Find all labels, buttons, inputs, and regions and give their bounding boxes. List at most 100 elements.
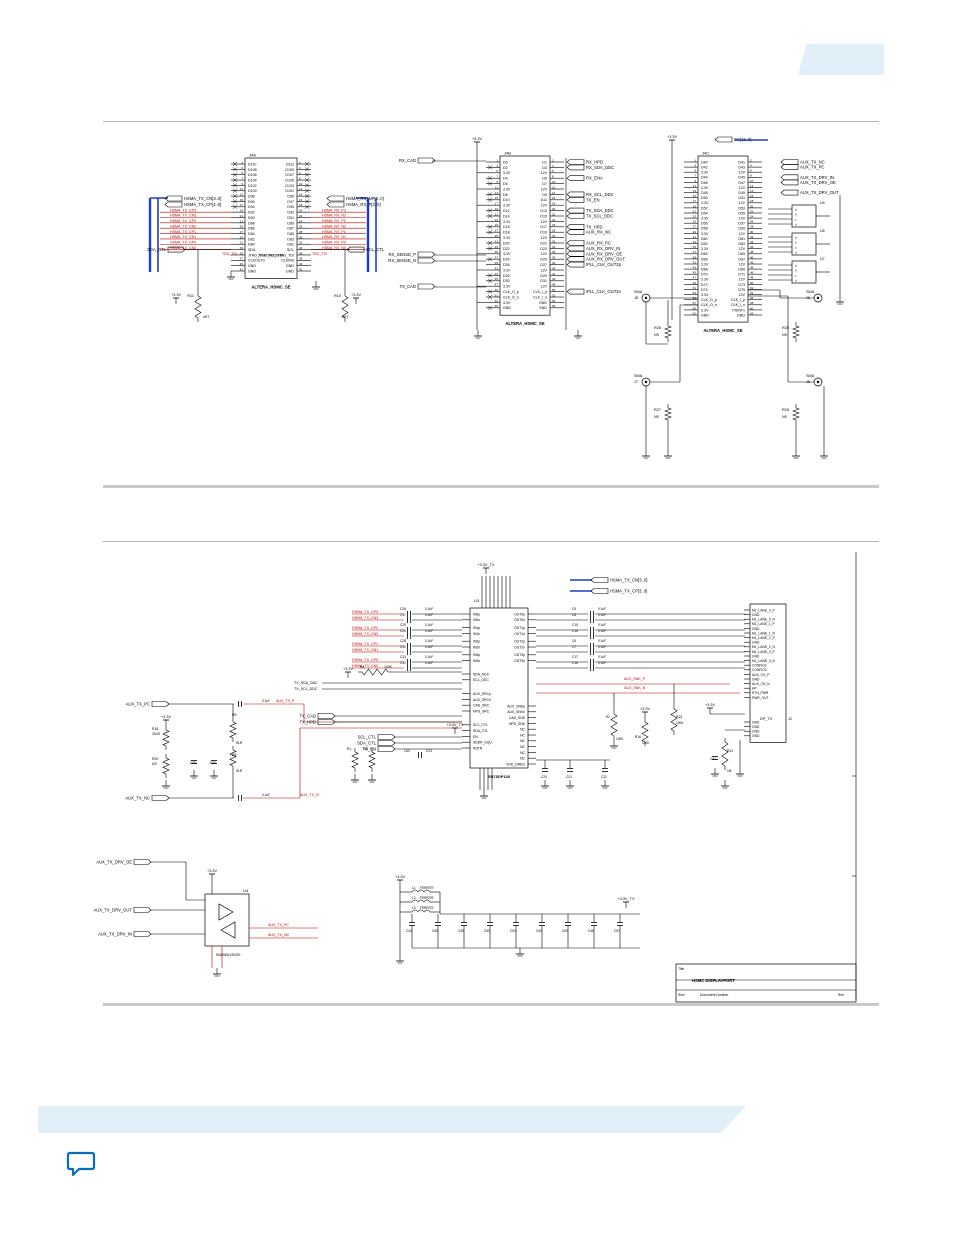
- connector-j4b-pin-num: 17: [495, 202, 499, 206]
- connector-j4c-pin-num: 22: [750, 209, 754, 213]
- driver-icon: [218, 903, 234, 921]
- connector-j4c-pin-num: 12: [750, 184, 754, 188]
- connector-j4c-right-pin: 12V: [739, 171, 746, 175]
- cap-value: 0.1uF: [598, 629, 606, 633]
- net-label: AUX_SNK_N: [624, 686, 646, 690]
- connector-j4b-left-pin: D0: [503, 160, 508, 164]
- power-label: +3.3V: [171, 293, 181, 297]
- cap-ref: C22: [601, 775, 607, 779]
- connector-j4b-pin-num: 47: [495, 283, 499, 287]
- chip-ref: U5: [820, 201, 825, 205]
- net-label: TX_EN: [363, 747, 377, 752]
- connector-j4a-right-pin: D95: [287, 205, 294, 209]
- net-port: [590, 577, 609, 583]
- title-block-label: Title: [678, 967, 684, 971]
- connector-j4c-pin-num: 49: [693, 281, 697, 285]
- power-label: +3.3V_TX: [447, 723, 464, 727]
- connector-j4a-pin-num: 26: [299, 225, 303, 229]
- u3-right-pin: NC: [520, 745, 525, 749]
- connector-j4a-right-pin: D99: [287, 195, 294, 199]
- connector-j4a-right-pin: GND: [286, 269, 294, 273]
- connector-j4c-left-pin: 3.3V: [701, 247, 709, 251]
- footer-band: [38, 1106, 746, 1133]
- resistor-ref: R4: [360, 665, 364, 669]
- power-label: +3.3V: [667, 135, 677, 139]
- connector-j4c-right-pin: 12V: [739, 247, 746, 251]
- nc-mark: [487, 289, 493, 294]
- sma-ref: J8: [634, 296, 638, 300]
- power-label: +3.3V: [343, 667, 353, 671]
- connector-j4b: [499, 155, 551, 316]
- connector-j4b-pin-num: 14: [552, 191, 556, 195]
- nc-mark: [232, 199, 238, 204]
- connector-j4c-pin-num: 16: [750, 194, 754, 198]
- net-label: HSMA_RX_P2: [322, 219, 346, 223]
- sma-label: SMA: [806, 374, 815, 378]
- connector-j4a: [244, 157, 298, 279]
- connector-j4a-pin-num: 32: [299, 241, 303, 245]
- connector-j4c-right-pin: 12V: [739, 201, 746, 205]
- dp-pin: ML_LANE_3_N: [752, 659, 776, 663]
- connector-j4c-left-pin: D74: [701, 288, 708, 292]
- cap-value: 0.1uF: [425, 645, 433, 649]
- connector-j4c-pin-num: 58: [750, 301, 754, 305]
- resistor-value: 4K7: [203, 315, 209, 319]
- chip-pin: d: [795, 251, 797, 255]
- connector-j4c-right-pin: D59: [738, 227, 745, 231]
- nc-mark: [487, 230, 493, 235]
- nc-mark: [487, 176, 493, 181]
- connector-j4a-pin-num: 2: [299, 160, 301, 164]
- connector-j4c-right-pin: 12V: [739, 186, 746, 190]
- net-label: HSMA_RX_P1: [322, 230, 346, 234]
- net-port: [566, 261, 585, 268]
- nc-mark: [232, 177, 238, 183]
- cap-ref: C45: [458, 929, 464, 933]
- connector-j4c-right-pin: D47: [738, 181, 745, 185]
- nc-mark: [487, 240, 493, 246]
- resistor: [229, 721, 237, 739]
- net-label: TX_EN: [586, 197, 600, 202]
- connector-j4c-right-pin: D67: [738, 257, 745, 261]
- nc-mark: [304, 199, 310, 204]
- chip-pin: b: [795, 241, 797, 245]
- net-label: HSMA_TX_CP[3..0]: [610, 589, 647, 594]
- chip-u4: [204, 893, 250, 947]
- connector-j4a-left-pin: SDA: [248, 248, 256, 252]
- connector-j4c-pin-num: 39: [693, 255, 697, 259]
- sma-connector-icon: [644, 380, 648, 384]
- connector-j4b-right-pin: D21: [540, 241, 547, 245]
- chip-ref: U4: [243, 888, 249, 893]
- cap-value: 0.1uF: [598, 639, 606, 643]
- dp-pin: GND: [752, 730, 760, 734]
- connector-j4c-pin-num: 47: [693, 276, 697, 280]
- connector-j4c-right-pin: D71: [738, 273, 745, 277]
- net-port: [164, 195, 183, 202]
- net-label: TDO_TDI: [222, 252, 237, 256]
- connector-j4b-right-pin: 12V: [541, 252, 548, 256]
- net-label: HSMA_RX_P3: [322, 208, 346, 212]
- chip-pin: a: [795, 264, 797, 268]
- cap-ref: C44: [406, 929, 412, 933]
- nc-mark: [487, 257, 493, 262]
- net-port: [317, 713, 336, 719]
- net-port: [566, 229, 585, 235]
- connector-j4c-pin-num: 21: [693, 209, 697, 213]
- cap-value: 0.1uF: [425, 607, 433, 611]
- resistor: [641, 721, 649, 743]
- connector-j4b-pin-num: 13: [495, 191, 499, 195]
- cap-value: 0.1uF: [425, 661, 433, 665]
- u3-left-pin: CAD_SRC: [473, 704, 490, 708]
- cap-ref: C5: [572, 607, 576, 611]
- connector-j4b-right-pin: D11: [541, 198, 547, 202]
- connector-j4a-right-pin: D97: [287, 200, 294, 204]
- feedback-icon[interactable]: [66, 1150, 96, 1178]
- net-label: AUX_TX_PC: [800, 165, 824, 170]
- connector-j4c-pin-num: 31: [693, 235, 697, 239]
- title-block: [675, 963, 857, 1003]
- connector-j4b-left-pin: D20: [503, 241, 510, 245]
- connector-j4a-left-pin: D80: [248, 243, 255, 247]
- connector-j4c-right-pin: GND: [737, 313, 745, 317]
- net-label: HSMA_TX_CP0: [170, 240, 196, 244]
- resistor: [162, 729, 170, 747]
- u3-left-pin: IN0n: [473, 618, 480, 622]
